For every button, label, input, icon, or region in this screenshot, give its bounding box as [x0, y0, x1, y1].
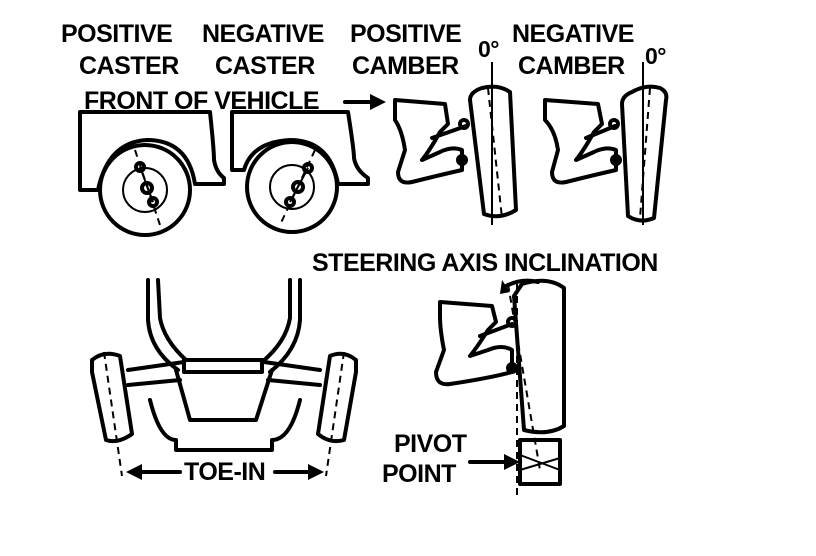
negative-caster-label-line2: CASTER [215, 52, 315, 80]
negative-camber-degree: 0° [645, 43, 667, 69]
positive-camber-label-line1: POSITIVE [350, 20, 462, 48]
pivot-point-label-line1: PIVOT [394, 430, 467, 458]
front-of-vehicle-label: FRONT OF VEHICLE [84, 87, 320, 115]
positive-caster-label-line2: CASTER [79, 52, 179, 80]
positive-camber-degree: 0° [478, 36, 500, 62]
toe-in-label: TOE-IN [184, 458, 266, 486]
toe-in-illustration [90, 278, 358, 480]
front-of-vehicle-arrow [343, 94, 386, 110]
positive-caster-label-line1: POSITIVE [61, 20, 173, 48]
negative-camber-label-line1: NEGATIVE [512, 20, 634, 48]
negative-caster-label-line1: NEGATIVE [202, 20, 324, 48]
negative-camber-illustration [543, 62, 669, 225]
positive-camber-illustration [393, 62, 518, 225]
pivot-point-label-line2: POINT [382, 460, 456, 488]
negative-caster-illustration [230, 110, 370, 234]
steering-axis-illustration [434, 278, 566, 500]
positive-caster-illustration [78, 110, 226, 237]
steering-axis-inclination-label: STEERING AXIS INCLINATION [312, 249, 658, 277]
positive-camber-label-line2: CAMBER [352, 52, 459, 80]
negative-camber-label-line2: CAMBER [518, 52, 625, 80]
